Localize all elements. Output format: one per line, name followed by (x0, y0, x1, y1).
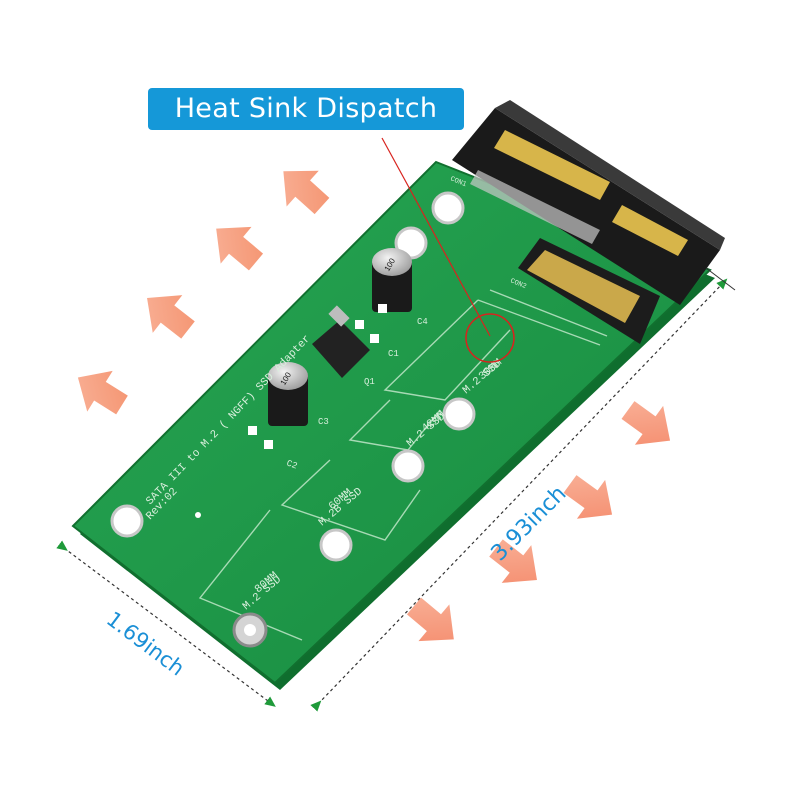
heat-sink-callout: Heat Sink Dispatch (148, 88, 464, 130)
heat-arrow-icon (406, 597, 454, 642)
heat-arrow-icon (283, 170, 330, 215)
heat-arrow-icon (147, 295, 195, 339)
pcb-board: 100 100 SATA III to M.2 ( NGFF) SSD Adap… (71, 100, 725, 690)
c2-label: C2 (285, 458, 299, 471)
sata-connector (452, 100, 725, 305)
capacitor-bottom: 100 (268, 362, 308, 426)
c4-label: C4 (417, 317, 428, 327)
heat-arrow-icon (77, 370, 128, 415)
width-label: 1.69inch (102, 607, 189, 681)
capacitor-top: 100 (372, 248, 412, 312)
c1-label: C1 (388, 349, 399, 359)
q1-label: Q1 (364, 377, 375, 387)
heat-arrow-icon (621, 401, 671, 445)
heat-arrow-icon (216, 226, 264, 271)
c3-label: C3 (318, 417, 329, 427)
